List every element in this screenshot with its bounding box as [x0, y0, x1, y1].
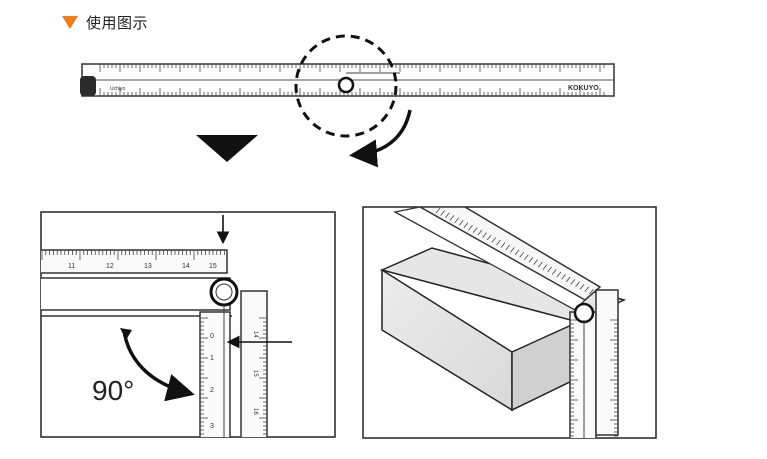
- svg-text:2: 2: [210, 387, 214, 394]
- svg-text:0: 0: [210, 333, 214, 340]
- panel-right: [362, 206, 657, 439]
- header: 使用图示: [62, 12, 148, 33]
- svg-text:3: 3: [210, 423, 214, 430]
- pivot-icon: [337, 76, 355, 94]
- svg-text:12: 12: [106, 263, 114, 270]
- svg-text:1: 1: [210, 355, 214, 362]
- top-ruler-ticks: [99, 64, 605, 96]
- svg-text:11: 11: [68, 263, 75, 270]
- black-down-triangle-icon: [196, 135, 258, 162]
- hinge-icon-right: [573, 302, 595, 324]
- end-cap-icon: [80, 76, 96, 96]
- svg-text:15: 15: [252, 370, 258, 377]
- ruler-brand-text: KOKUYO: [568, 85, 599, 92]
- zoom-circle: [294, 34, 398, 138]
- top-ruler: Uchiyo KOKUYO: [80, 63, 615, 97]
- ruler-model-text: Uchiyo: [110, 86, 126, 92]
- panel-left: 11 12 13 14 15 0 1 2 3 14 15 16: [40, 211, 336, 438]
- angle-label: 90°: [92, 375, 134, 406]
- rotate-arrow-icon: [349, 109, 412, 168]
- page-title: 使用图示: [86, 15, 149, 32]
- svg-text:13: 13: [144, 263, 152, 270]
- svg-text:15: 15: [209, 263, 217, 270]
- svg-text:16: 16: [252, 408, 258, 415]
- svg-text:14: 14: [252, 331, 258, 338]
- svg-text:14: 14: [182, 263, 190, 270]
- orange-triangle-icon: [62, 16, 78, 29]
